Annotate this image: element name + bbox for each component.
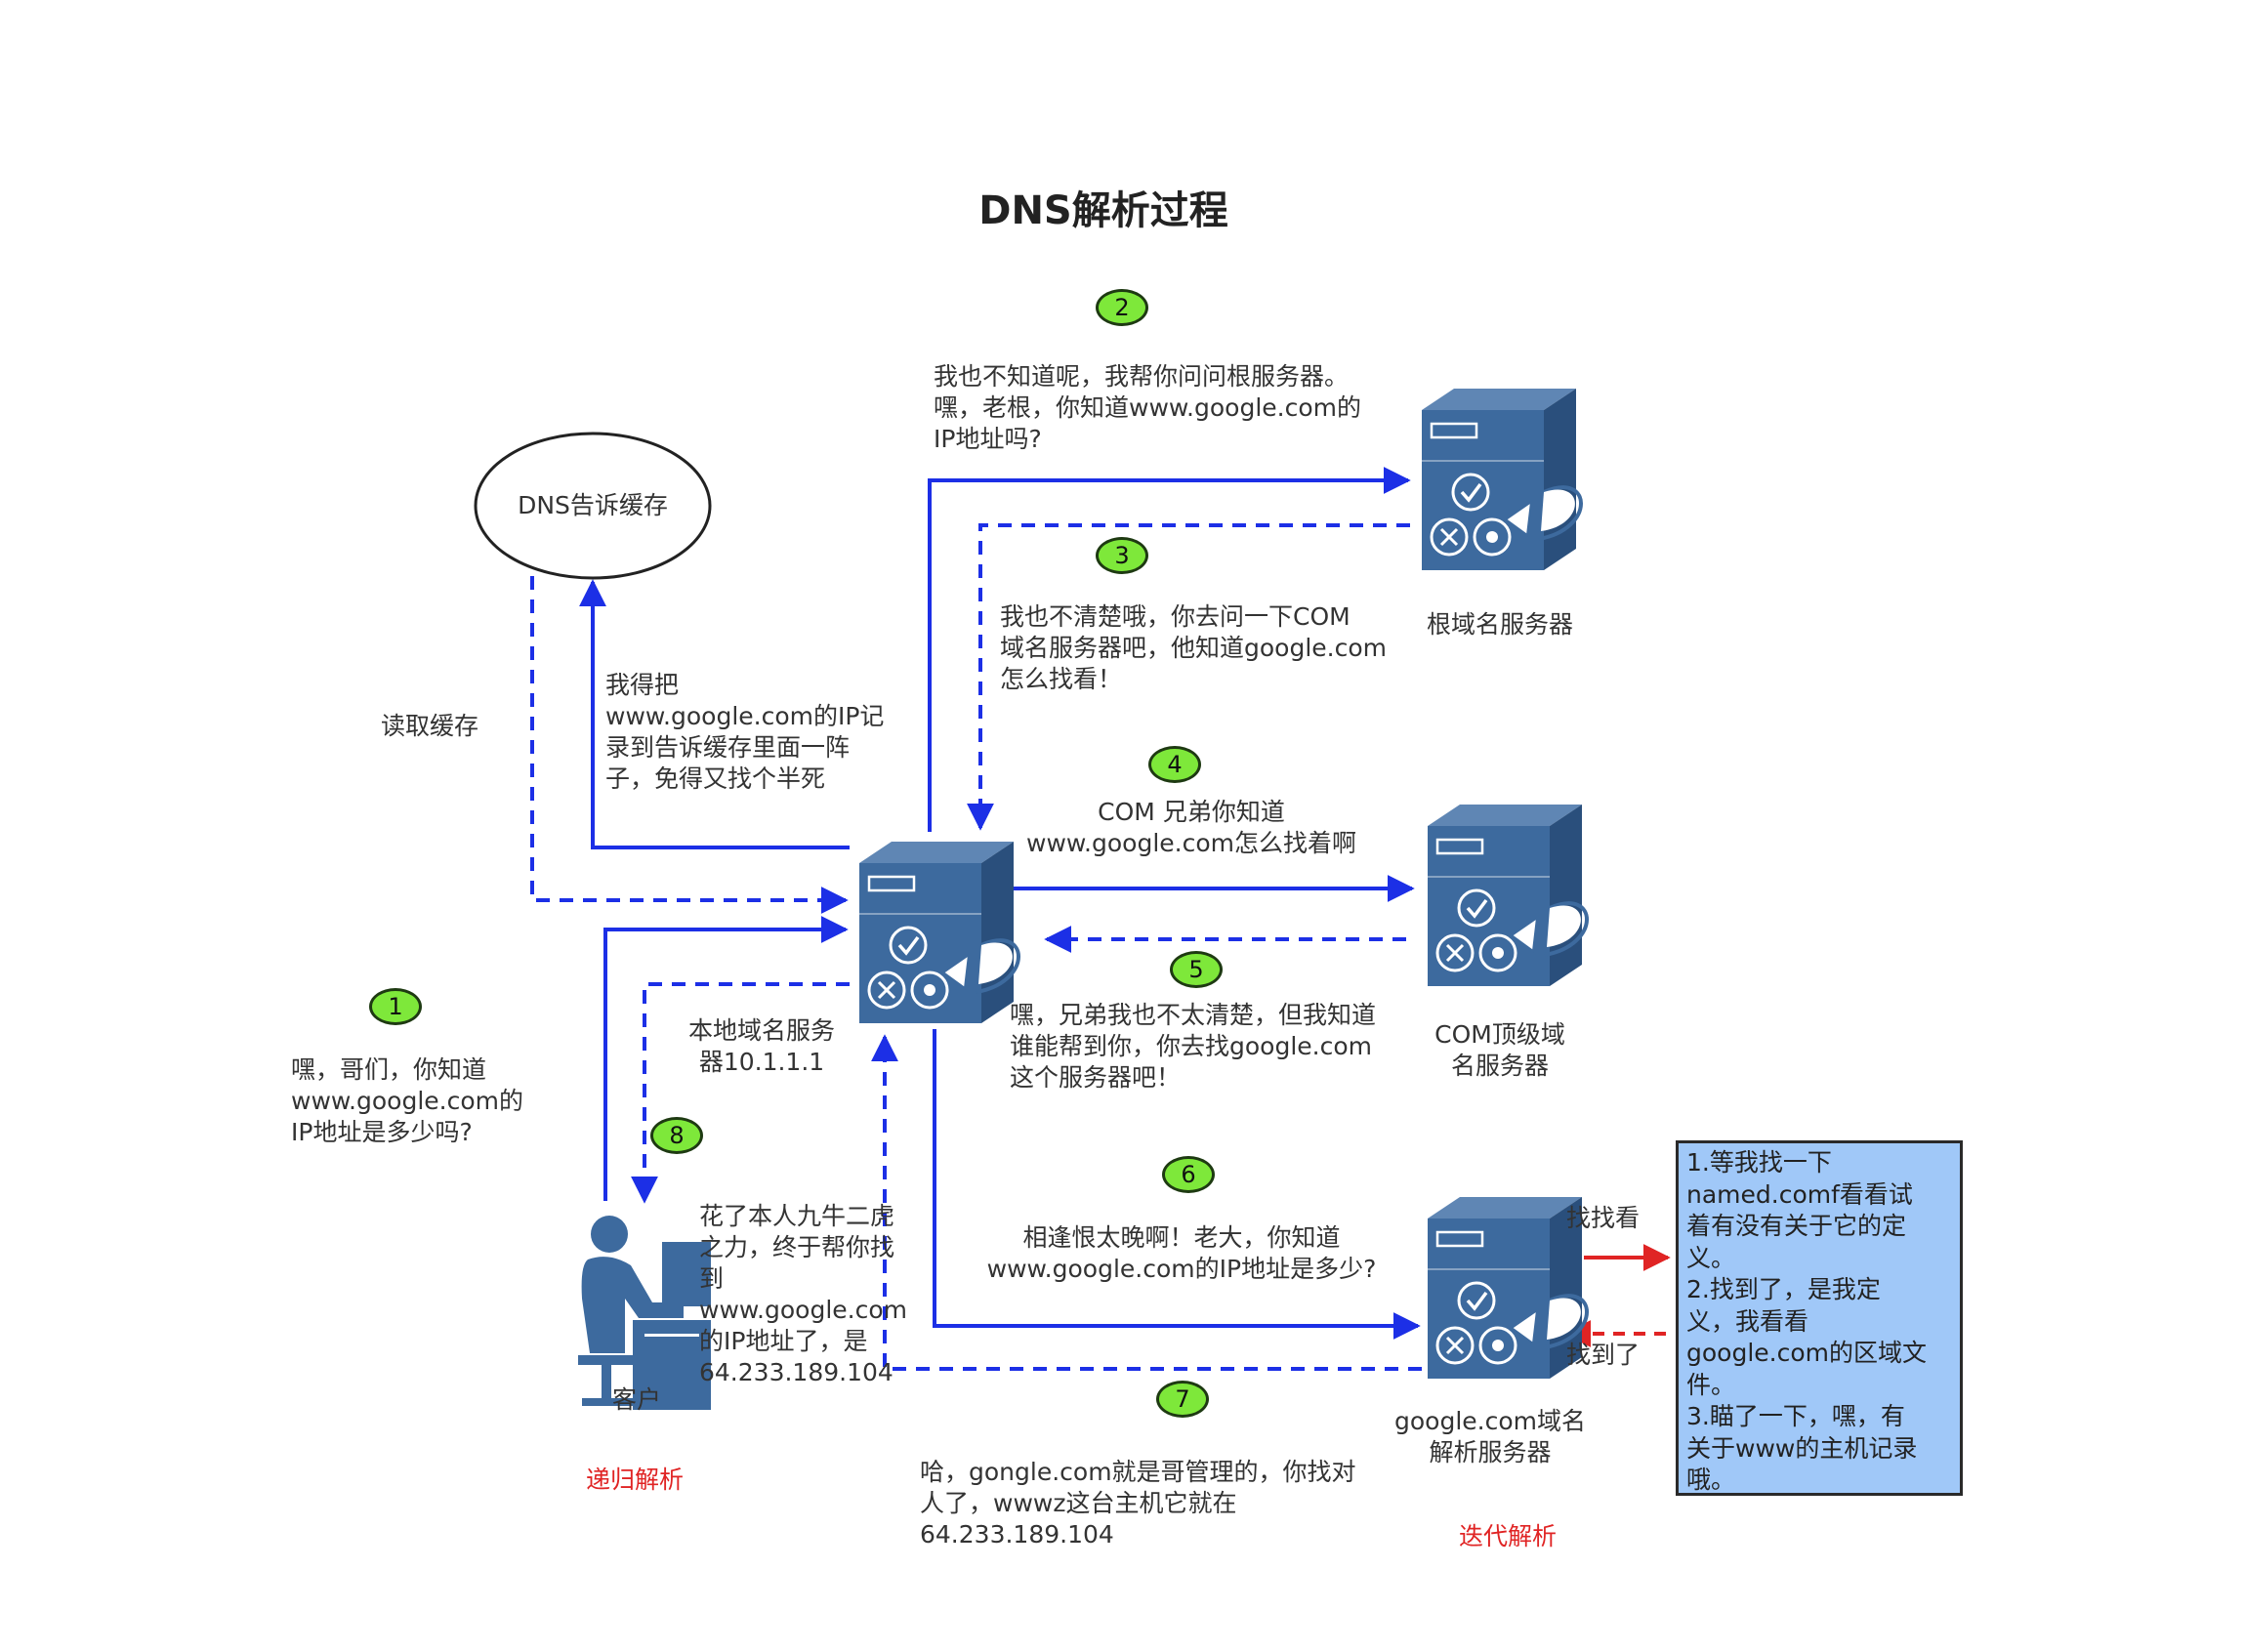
root-server-icon bbox=[1422, 383, 1588, 578]
lookup-note: 1.等我找一下 named.comf看看试 着有没有关于它的定 义。 2.找到了… bbox=[1676, 1140, 1963, 1496]
client-answer: 花了本人九牛二虎 之力，终于帮你找 到 www.google.com 的IP地址… bbox=[699, 1202, 907, 1386]
local-server-icon bbox=[859, 836, 1025, 1031]
step-3-badge: 3 bbox=[1096, 537, 1148, 574]
com-server-label: COM顶级域 名服务器 bbox=[1434, 1020, 1565, 1080]
step-2-badge: 2 bbox=[1096, 289, 1148, 326]
arrow-step6 bbox=[933, 1029, 1421, 1340]
found-label: 找到了 bbox=[1566, 1341, 1641, 1369]
step-1-badge: 1 bbox=[369, 988, 422, 1025]
iterative-label: 迭代解析 bbox=[1459, 1522, 1558, 1550]
step-5-text: 嘿，兄弟我也不太清楚，但我知道 谁能帮到你，你去找google.com 这个服务… bbox=[1010, 1001, 1377, 1092]
write-cache-text: 我得把 www.google.com的IP记 录到告诉缓存里面一阵 子，免得又找… bbox=[605, 671, 885, 793]
step-4-badge: 4 bbox=[1148, 746, 1201, 783]
diagram-title: DNS解析过程 bbox=[978, 188, 1228, 233]
arrow-step1 bbox=[603, 916, 849, 1201]
google-server-label: google.com域名 解析服务器 bbox=[1394, 1407, 1586, 1466]
read-cache-label: 读取缓存 bbox=[381, 712, 479, 740]
step-6-text: 相逢恨太晚啊！老大，你知道 www.google.com的IP地址是多少? bbox=[986, 1223, 1377, 1283]
step-4-text: COM 兄弟你知道 www.google.com怎么找着啊 bbox=[1026, 798, 1356, 857]
arrow-write-cache bbox=[579, 579, 850, 849]
com-server-icon bbox=[1428, 799, 1594, 994]
cache-label: DNS告诉缓存 bbox=[518, 491, 668, 519]
step-6-badge: 6 bbox=[1162, 1156, 1215, 1193]
step-5-badge: 5 bbox=[1170, 951, 1223, 988]
find-label: 找找看 bbox=[1566, 1204, 1641, 1232]
arrow-step7 bbox=[871, 1034, 1422, 1371]
cache-ellipse bbox=[474, 432, 712, 580]
arrow-step3 bbox=[967, 523, 1410, 831]
step-8-badge: 8 bbox=[650, 1117, 703, 1154]
client-question: 嘿，哥们，你知道 www.google.com的 IP地址是多少吗? bbox=[291, 1055, 523, 1146]
step-7-badge: 7 bbox=[1156, 1381, 1209, 1418]
step-7-text: 哈，gongle.com就是哥管理的，你找对 人了，wwwz这台主机它就在 64… bbox=[920, 1458, 1356, 1549]
step-3-text: 我也不清楚哦，你去问一下COM 域名服务器吧，他知道google.com 怎么找… bbox=[1000, 602, 1387, 693]
user-computer-icon bbox=[578, 1216, 711, 1410]
recursive-label: 递归解析 bbox=[586, 1466, 685, 1494]
root-server-label: 根域名服务器 bbox=[1426, 610, 1573, 639]
client-label: 客户 bbox=[611, 1385, 661, 1414]
step-2-text: 我也不知道呢，我帮你问问根服务器。 嘿，老根，你知道www.google.com… bbox=[934, 362, 1361, 453]
arrow-step2 bbox=[928, 467, 1411, 832]
local-server-label: 本地域名服务 器10.1.1.1 bbox=[687, 1016, 835, 1076]
